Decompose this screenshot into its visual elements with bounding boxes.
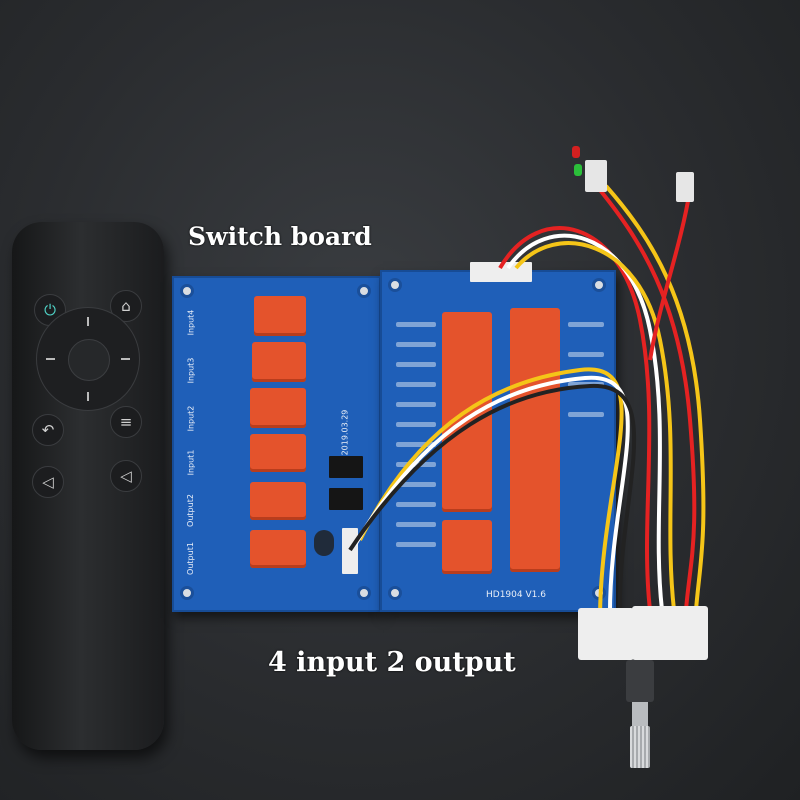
relay <box>250 530 306 568</box>
input4-label: Input4 <box>186 309 196 336</box>
capacitor <box>314 530 334 556</box>
menu-icon: ≡ <box>110 406 142 438</box>
main-relay-board: HD1904 V1.6 <box>380 262 616 612</box>
header-connector <box>470 262 532 282</box>
input1-label: Input1 <box>186 449 196 476</box>
dpad <box>36 307 140 411</box>
volume-down-icon: ◁ <box>32 466 64 498</box>
ic-chip <box>329 488 363 510</box>
ic-chip <box>329 456 363 478</box>
board-model: HD1904 V1.6 <box>486 590 546 600</box>
relay <box>250 388 306 428</box>
output1-label: Output1 <box>185 542 195 575</box>
relay <box>250 482 306 520</box>
input2-label: Input2 <box>186 405 196 432</box>
output2-label: Output2 <box>185 494 195 527</box>
relay <box>442 520 492 574</box>
switch-board-caption: Switch board <box>188 222 372 251</box>
relay <box>510 308 560 572</box>
relay <box>250 434 306 472</box>
board-date: 2019.03.29 <box>340 409 350 456</box>
rotary-encoder <box>624 660 656 770</box>
volume-up-icon: ◁ <box>110 460 142 492</box>
input3-label: Input3 <box>186 357 196 384</box>
connector <box>342 528 358 574</box>
config-caption: 4 input 2 output <box>268 647 516 678</box>
dpad-ok <box>68 339 110 381</box>
relay <box>442 312 492 512</box>
relay <box>252 342 306 382</box>
relay <box>254 296 306 336</box>
back-icon: ↶ <box>32 414 64 446</box>
power-icon: ⏻ <box>34 294 66 326</box>
remote-control: ⏻ ⌂ ↶ ≡ ◁ ◁ <box>12 222 164 750</box>
switch-board: Input4 Input3 Input2 Input1 Output2 Outp… <box>172 276 381 612</box>
